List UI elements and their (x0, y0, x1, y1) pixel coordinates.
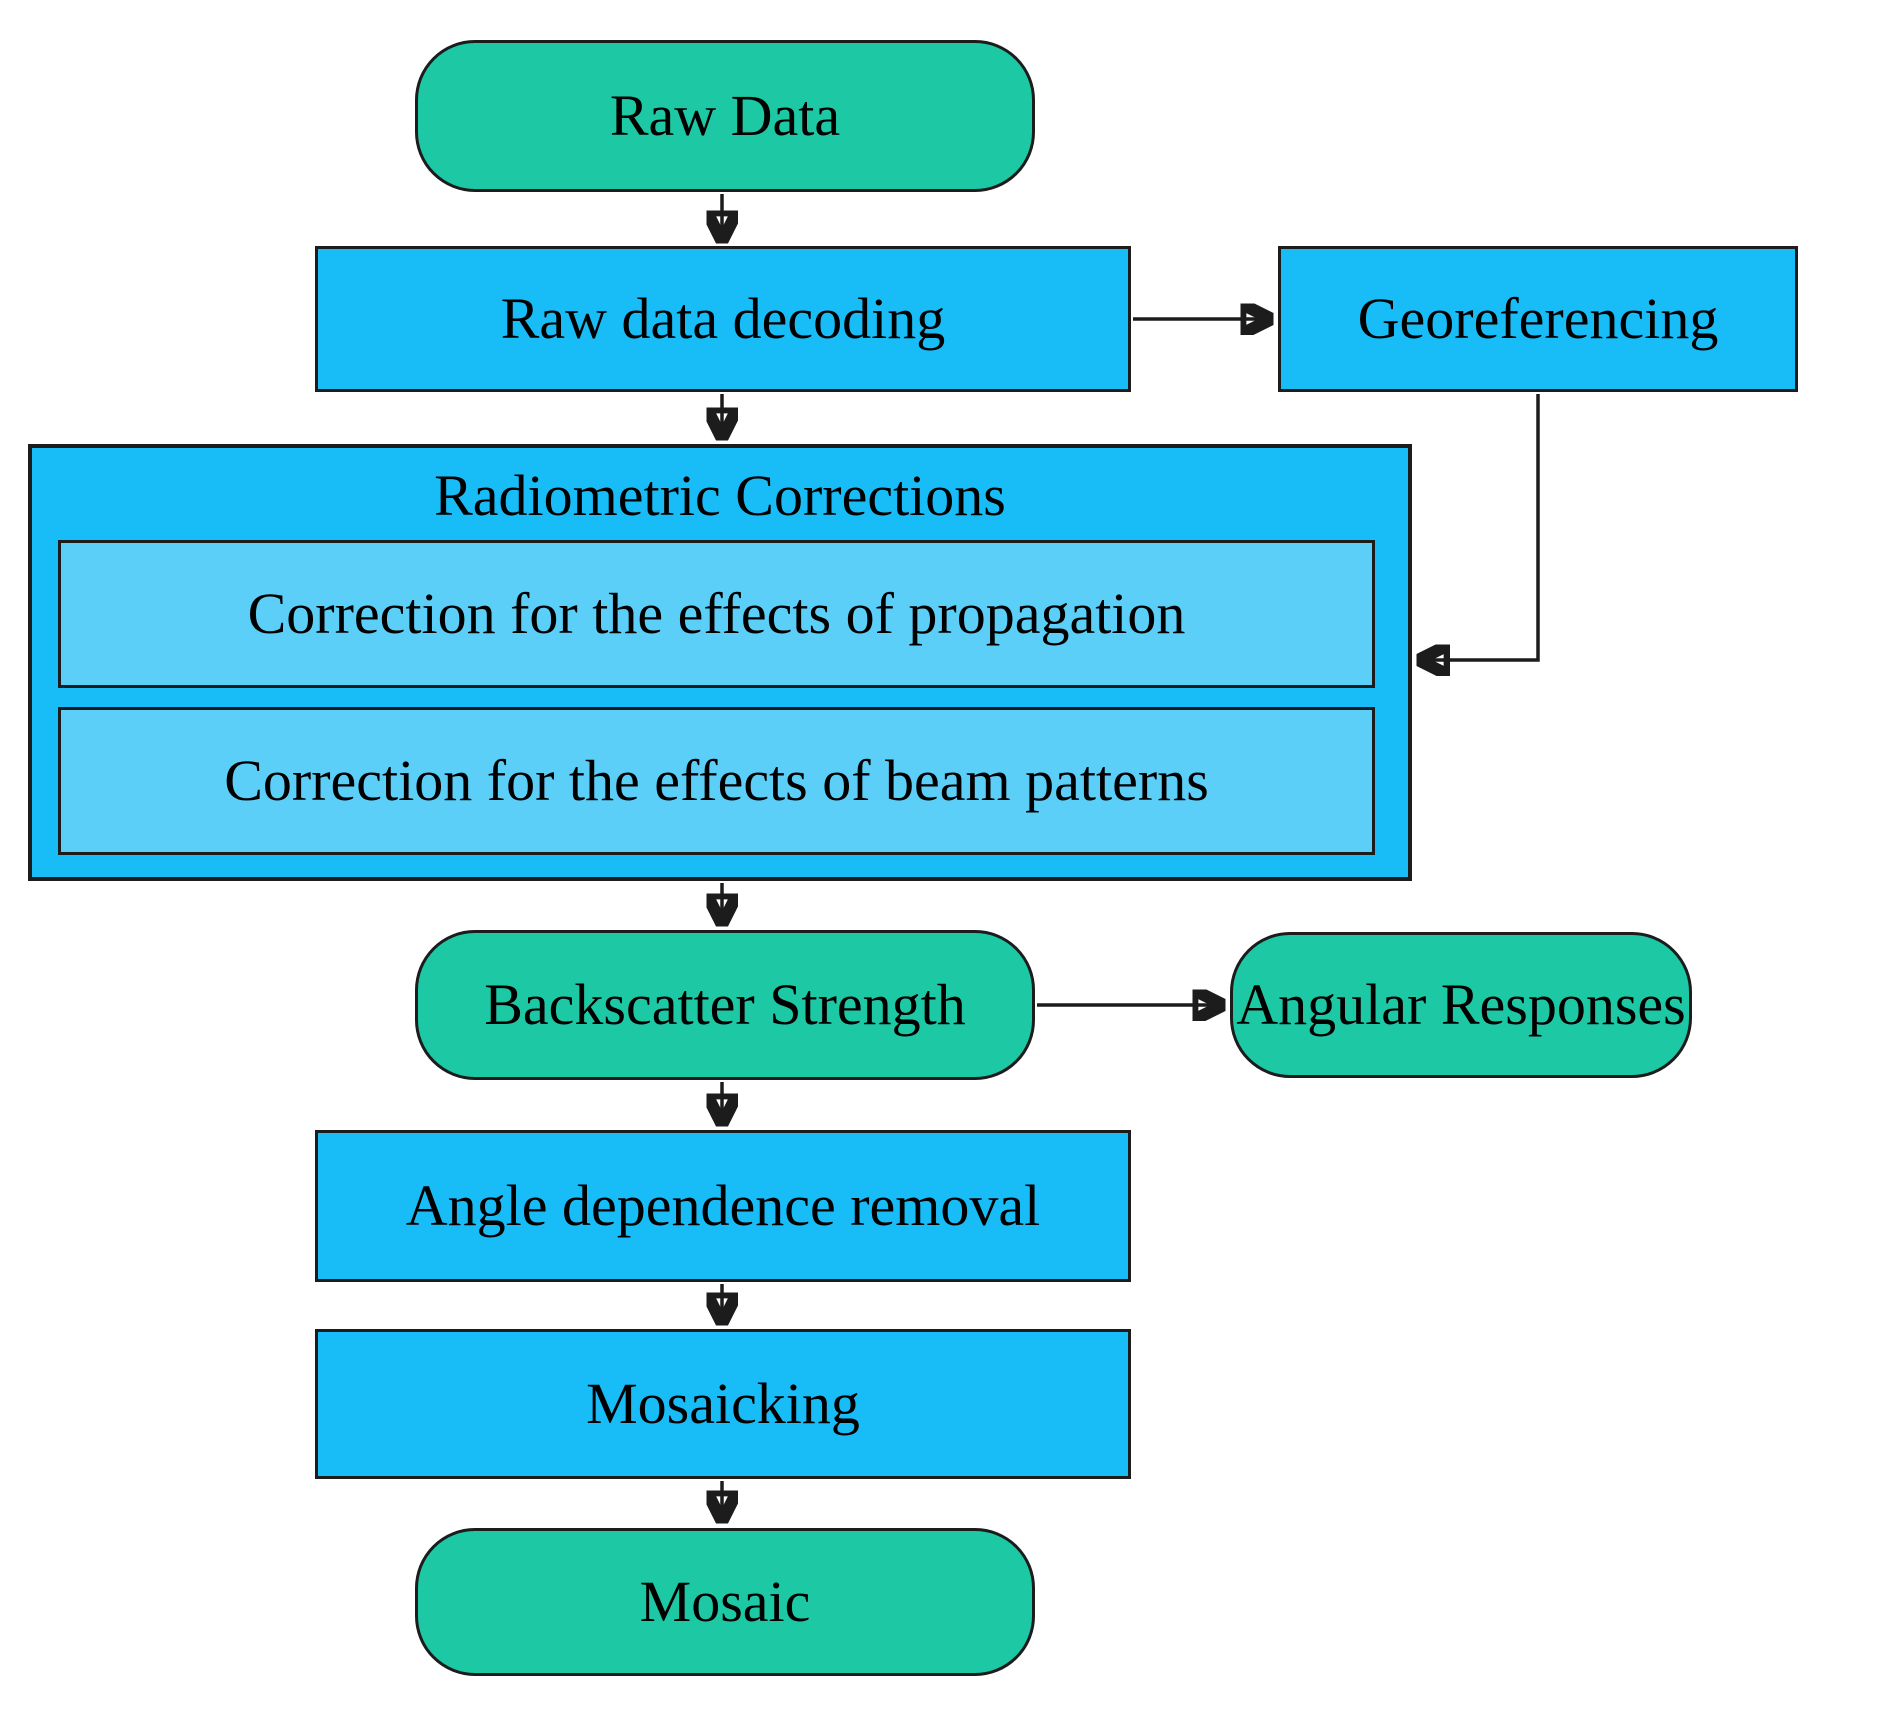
radiometric-corrections-title: Radiometric Corrections (434, 462, 1006, 528)
node-raw-data-decoding: Raw data decoding (315, 246, 1131, 392)
node-radiometric-corrections-group: Radiometric Corrections Correction for t… (28, 444, 1412, 881)
edge-georeferencing-to-radiometric (1420, 394, 1540, 660)
node-beam-patterns-correction: Correction for the effects of beam patte… (58, 707, 1375, 855)
node-angle-dependence-removal: Angle dependence removal (315, 1130, 1131, 1282)
node-propagation-correction: Correction for the effects of propagatio… (58, 540, 1375, 688)
node-mosaic: Mosaic (415, 1528, 1035, 1676)
node-raw-data: Raw Data (415, 40, 1035, 192)
node-georeferencing: Georeferencing (1278, 246, 1798, 392)
node-angular-responses: Angular Responses (1230, 932, 1692, 1078)
node-backscatter-strength: Backscatter Strength (415, 930, 1035, 1080)
node-mosaicking: Mosaicking (315, 1329, 1131, 1479)
